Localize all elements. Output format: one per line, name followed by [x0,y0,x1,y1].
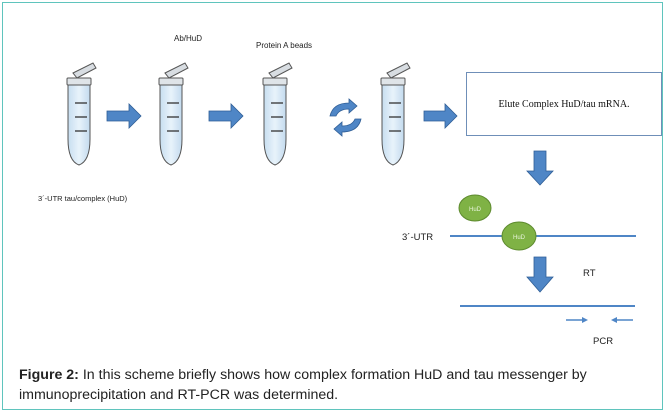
hud-circle-2 [501,221,537,251]
hud-circle-2-label: HuD [513,235,526,241]
utr-label: 3´-UTR [402,232,434,243]
cycle-arrows-icon [329,98,362,137]
tube-4 [380,62,411,166]
pcr-label: PCR [593,336,614,347]
arrow-down-2 [526,256,554,293]
utr-complex-label: 3´-UTR tau/complex (HuD) [38,194,128,203]
elute-box: Elute Complex HuD/tau mRNA. [466,72,662,136]
elute-label: Elute Complex HuD/tau mRNA. [498,99,630,110]
figure-frame: HuD HuD Ab/HuD Protein A beads 3´-UTR ta… [2,2,663,410]
arrow-right-2 [208,103,244,129]
hud-circle-1-label: HuD [469,207,482,213]
tube-2 [158,62,189,166]
rt-label: RT [583,268,596,279]
figure-caption: Figure 2: In this scheme briefly shows h… [19,365,659,405]
tube-3 [262,62,293,166]
protein-a-beads-label: Protein A beads [256,41,313,50]
arrow-right-1 [106,103,142,129]
arrow-down-1 [526,150,554,186]
tube-1 [66,62,97,166]
arrow-right-3 [423,103,458,129]
hud-circle-1 [458,194,492,222]
caption-label: Figure 2: [19,367,79,383]
reverse-primer-arrow [611,317,633,323]
ab-hud-label: Ab/HuD [174,34,203,43]
caption-text: In this scheme briefly shows how complex… [19,367,587,403]
forward-primer-arrow [566,317,588,323]
diagram-canvas: HuD HuD [66,62,636,323]
